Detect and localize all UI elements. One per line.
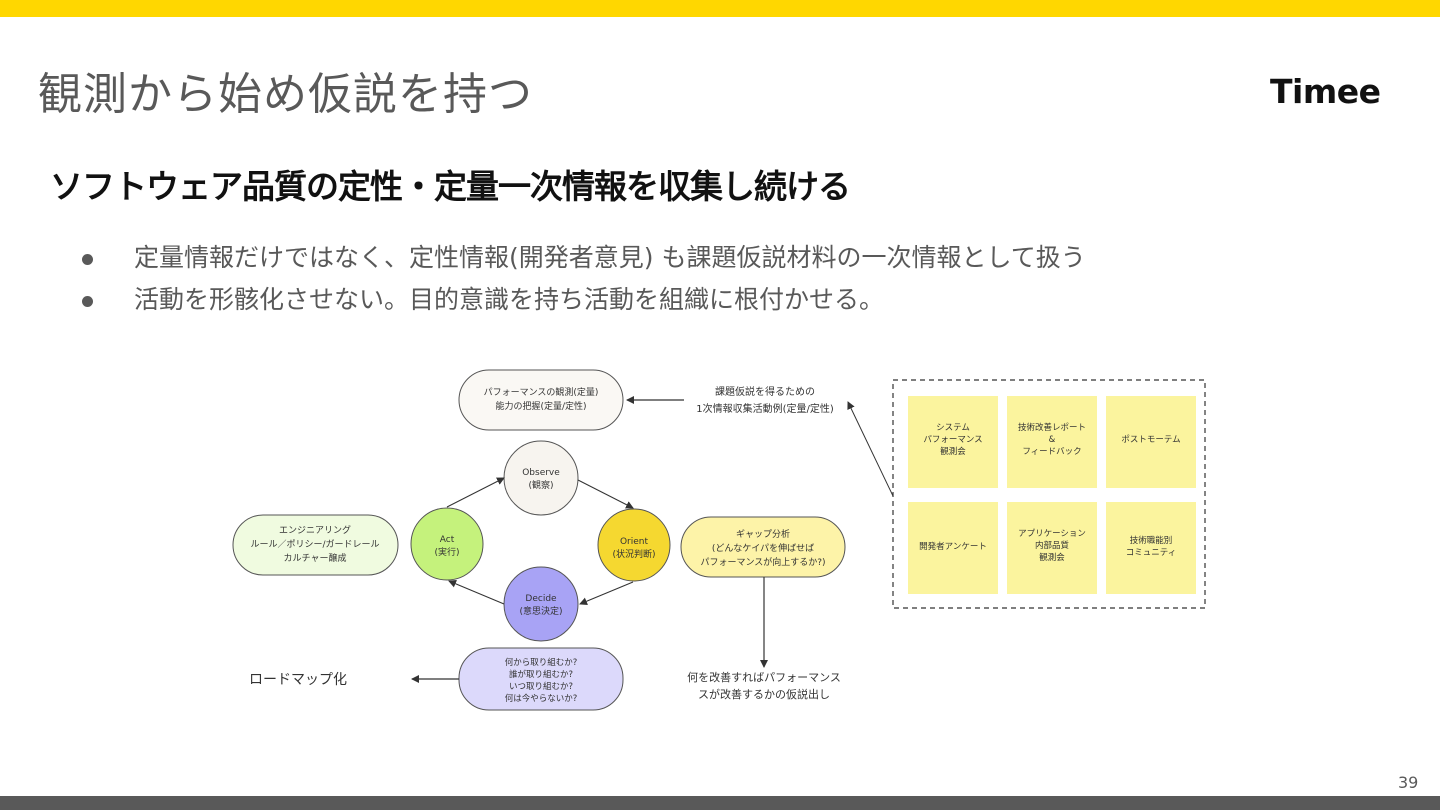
gap-analysis-box: ギャップ分析 (どんなケイパを伸ばせば パフォーマンスが向上するか?) (680, 516, 846, 578)
activities-label-line-2: 1次情報収集活動例(定量/定性) (696, 402, 834, 415)
orient-node: Orient (状況判断) (597, 508, 671, 582)
sticky-text: ポストモーテム (1121, 435, 1180, 445)
sticky-note: 技術改善レポート & フィードバック (1007, 396, 1097, 488)
decide-sublabel: (意思決定) (519, 605, 562, 617)
bullet-item: 定量情報だけではなく、定性情報(開発者意見) も課題仮説材料の一次情報として扱う (82, 238, 1086, 280)
sticky-text: 技術職能別 (1130, 535, 1173, 546)
decide-question-3: いつ取り組むか? (509, 681, 573, 692)
sticky-text: アプリケーション (1018, 529, 1086, 539)
engineering-line-3: カルチャー醸成 (284, 552, 347, 564)
sticky-text: 観測会 (1039, 552, 1065, 563)
observe-node: Observe (観察) (503, 440, 579, 516)
top-accent-bar (0, 0, 1440, 17)
sticky-note: システム パフォーマンス 観測会 (908, 396, 998, 488)
decide-question-1: 何から取り組むか? (505, 657, 578, 668)
performance-line-2: 能力の把握(定量/定性) (495, 400, 586, 412)
sticky-text: フィードバック (1022, 447, 1081, 457)
orient-label: Orient (620, 537, 649, 547)
arrow-act-observe (446, 477, 505, 508)
section-subtitle: ソフトウェア品質の定性・定量一次情報を収集し続ける (50, 167, 851, 206)
decide-node: Decide (意思決定) (503, 566, 579, 642)
sticky-text: 内部品質 (1035, 540, 1070, 551)
arrow-observe-orient (577, 479, 634, 509)
bullet-text: 活動を形骸化させない。目的意識を持ち活動を組織に根付かせる。 (134, 285, 885, 314)
decide-label: Decide (525, 594, 557, 604)
sticky-note: 開発者アンケート (908, 502, 998, 594)
page-title: 観測から始め仮説を持つ (38, 69, 533, 120)
sticky-text: & (1049, 435, 1056, 445)
gap-line-3: パフォーマンスが向上するか?) (700, 556, 825, 568)
bullet-text: 定量情報だけではなく、定性情報(開発者意見) も課題仮説材料の一次情報として扱う (134, 243, 1086, 272)
act-label: Act (440, 535, 455, 545)
activities-container (892, 379, 1206, 609)
act-sublabel: (実行) (434, 546, 459, 558)
decide-question-4: 何は今やらないか? (505, 693, 578, 704)
sticky-text: パフォーマンス (923, 435, 982, 445)
orient-sublabel: (状況判断) (612, 548, 655, 560)
decide-questions-box: 何から取り組むか? 誰が取り組むか? いつ取り組むか? 何は今やらないか? (458, 647, 624, 711)
bullet-dot-icon (82, 254, 93, 265)
bullet-list: 定量情報だけではなく、定性情報(開発者意見) も課題仮説材料の一次情報として扱う… (82, 238, 1086, 322)
sticky-text: コミュニティ (1126, 548, 1177, 558)
sticky-note: 技術職能別 コミュニティ (1106, 502, 1196, 594)
sticky-text: 開発者アンケート (919, 542, 987, 552)
bottom-footer-bar (0, 796, 1440, 810)
decide-question-2: 誰が取り組むか? (509, 669, 573, 680)
bullet-item: 活動を形骸化させない。目的意識を持ち活動を組織に根付かせる。 (82, 280, 1086, 322)
arrow-orient-decide (579, 581, 634, 606)
activities-label-line-1: 課題仮説を得るための (715, 385, 815, 398)
arrow-from-stickies (847, 401, 894, 497)
bullet-dot-icon (82, 296, 93, 307)
observe-sublabel: (観察) (528, 479, 553, 491)
engineering-box: エンジニアリング ルール／ポリシー/ガードレール カルチャー醸成 (232, 514, 399, 576)
sticky-note: アプリケーション 内部品質 観測会 (1007, 502, 1097, 594)
hypothesis-line-1: 何を改善すればパフォーマンス (687, 670, 841, 684)
roadmap-label: ロードマップ化 (249, 672, 347, 688)
gap-line-2: (どんなケイパを伸ばせば (712, 542, 814, 554)
hypothesis-line-2: スが改善するかの仮説出し (698, 687, 830, 701)
performance-line-1: パフォーマンスの観測(定量) (484, 386, 599, 398)
act-node: Act (実行) (410, 507, 484, 581)
engineering-line-1: エンジニアリング (279, 524, 351, 536)
observe-label: Observe (522, 468, 560, 478)
timee-logo: Timee (1270, 72, 1381, 111)
arrow-decide-act (448, 580, 505, 605)
engineering-line-2: ルール／ポリシー/ガードレール (250, 539, 379, 550)
page-number: 39 (1398, 773, 1419, 792)
sticky-text: 観測会 (940, 446, 966, 457)
gap-line-1: ギャップ分析 (736, 528, 790, 540)
sticky-note: ポストモーテム (1106, 396, 1196, 488)
performance-observation-box: パフォーマンスの観測(定量) 能力の把握(定量/定性) (458, 369, 624, 431)
sticky-text: システム (936, 423, 970, 433)
sticky-text: 技術改善レポート (1018, 422, 1086, 433)
